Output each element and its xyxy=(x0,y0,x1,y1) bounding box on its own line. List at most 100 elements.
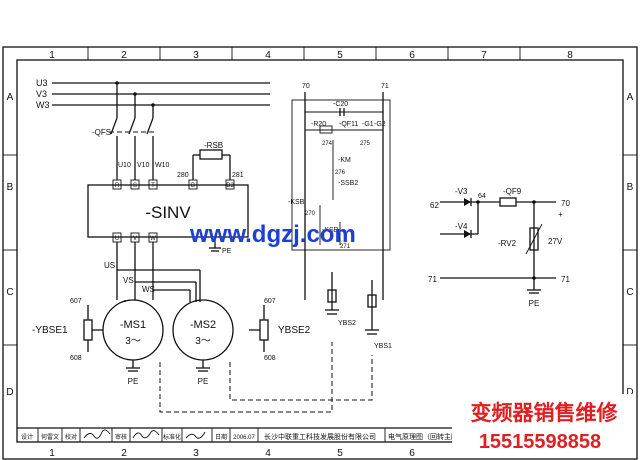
wire-number: 271 xyxy=(340,244,351,250)
pe-label: PE xyxy=(198,377,209,386)
supply-ground-in: 71 xyxy=(428,275,437,284)
pe-label: PE xyxy=(128,377,139,386)
component-label: -SSB2 xyxy=(338,180,358,187)
signature xyxy=(83,429,111,439)
component-label: -QF11 xyxy=(339,121,358,128)
dc-supply-section: 62 -V3 64 -QF9 70 + -V4 -RV2 27V 71 71 P… xyxy=(428,187,570,308)
input-label: V10 xyxy=(137,162,150,169)
inverter-name: -SINV xyxy=(145,203,191,222)
supply-input: 62 xyxy=(430,201,439,210)
term-label: B2 xyxy=(226,183,234,189)
signature xyxy=(185,431,206,439)
motor-phase: 3～ xyxy=(195,336,211,347)
rail-label: 71 xyxy=(381,83,389,90)
supply-output: 70 xyxy=(561,199,570,208)
col-label: 3 xyxy=(193,50,199,61)
col-label: 1 xyxy=(49,448,55,459)
row-label: A xyxy=(627,92,634,103)
brake-label: YBSE2 xyxy=(278,325,311,336)
diode-label: -V4 xyxy=(455,222,468,231)
brake-term: 607 xyxy=(264,298,276,305)
term-label: W xyxy=(150,236,156,242)
brake-term: 607 xyxy=(70,298,82,305)
brake-term: 608 xyxy=(264,355,276,362)
title-block: 设计 何雷文 校对 审核 标准化 日期 2006.07 长沙中联重工科技发展股份… xyxy=(17,427,623,459)
watermark-text: www.dgzj.com xyxy=(189,221,356,248)
control-section: 70 71 -C20 -R20 -QF11 -G1 -G2 274 275 -K… xyxy=(288,83,392,350)
motor-label: -MS2 xyxy=(190,319,216,331)
node-label: 64 xyxy=(478,193,486,200)
sensor-cables xyxy=(159,342,373,413)
col-label: 5 xyxy=(337,448,343,459)
brake-ybse2: 607 608 YBSE2 xyxy=(249,298,311,362)
row-label: B xyxy=(7,182,14,193)
term-label: U xyxy=(115,236,119,242)
component-label: -KSB xyxy=(288,199,305,206)
motor-ms2: -MS2 3～ PE xyxy=(172,299,234,386)
col-label: 1 xyxy=(49,50,55,61)
col-label: 4 xyxy=(265,448,271,459)
resistor-label: -RSB xyxy=(204,141,223,150)
title-cell: 设计 xyxy=(21,433,33,441)
col-label: 3 xyxy=(193,448,199,459)
component-label: -R20 xyxy=(311,121,326,128)
title-cell: 审核 xyxy=(115,433,127,441)
term-label: R xyxy=(115,183,120,189)
plus-sign: + xyxy=(558,210,563,219)
component-label: -C20 xyxy=(333,101,348,108)
supply-output: 71 xyxy=(561,275,570,284)
phase-label: U3 xyxy=(36,78,48,88)
brake-term: 608 xyxy=(70,355,82,362)
title-cell: 2006.07 xyxy=(233,435,255,441)
component-label: -KSB xyxy=(322,227,339,234)
row-label: D xyxy=(626,387,633,398)
row-label: A xyxy=(7,92,14,103)
drawing-frame: 1 2 3 4 5 6 7 8 A B C D A B C D xyxy=(2,46,638,460)
col-label: 4 xyxy=(265,50,271,61)
col-label: 5 xyxy=(337,50,343,61)
term-label: V xyxy=(133,236,137,242)
output-label: VS xyxy=(123,276,134,285)
motor-ms1: -MS1 3～ PE xyxy=(102,299,164,386)
rail-label: 70 xyxy=(302,83,310,90)
row-label: D xyxy=(6,387,13,398)
title-cell: 日期 xyxy=(215,433,227,441)
output-label: WS xyxy=(142,285,155,294)
motor-phase: 3～ xyxy=(125,336,141,347)
output-label: US xyxy=(104,261,115,270)
power-section: U3 V3 W3 -QFS U10 V10 W10 -RSB 280 281 xyxy=(36,78,270,302)
row-label: C xyxy=(626,287,633,298)
wire-number: 270 xyxy=(305,211,316,217)
phase-label: W3 xyxy=(36,100,50,110)
promo-text: 变频器销售维修 xyxy=(471,401,619,425)
drawing-title: 电气原理图（回转主回路等） xyxy=(388,432,479,441)
phase-label: V3 xyxy=(36,89,47,99)
diode-label: -V3 xyxy=(455,187,468,196)
col-label: 2 xyxy=(121,50,127,61)
signature xyxy=(132,430,160,439)
col-label: 2 xyxy=(121,448,127,459)
sensor-label: YBS1 xyxy=(374,343,392,350)
company-name: 长沙中联重工科技发展股份有限公司 xyxy=(264,432,376,441)
brake-term: 280 xyxy=(177,172,189,179)
motor-label: -MS1 xyxy=(120,319,146,331)
component-label: -G1 xyxy=(362,121,374,128)
wire-number: 275 xyxy=(360,141,371,147)
brake-resistor xyxy=(199,149,223,160)
breaker-label: -QFS xyxy=(92,128,111,137)
wire-number: 274 xyxy=(322,141,333,147)
wire-number: 276 xyxy=(335,170,346,176)
sensor-label: YBS2 xyxy=(338,320,356,327)
brake-term: 281 xyxy=(232,172,244,179)
fuse-label: -QF9 xyxy=(503,187,522,196)
component-label: -KM xyxy=(338,157,351,164)
inverter-block xyxy=(87,184,249,238)
input-label: U10 xyxy=(118,162,131,169)
pe-label: PE xyxy=(222,248,232,255)
col-label: 6 xyxy=(409,448,415,459)
term-label: B xyxy=(191,183,195,189)
component-label: -G2 xyxy=(374,121,386,128)
col-label: 6 xyxy=(409,50,415,61)
promo-phone: 15515598858 xyxy=(479,431,601,453)
